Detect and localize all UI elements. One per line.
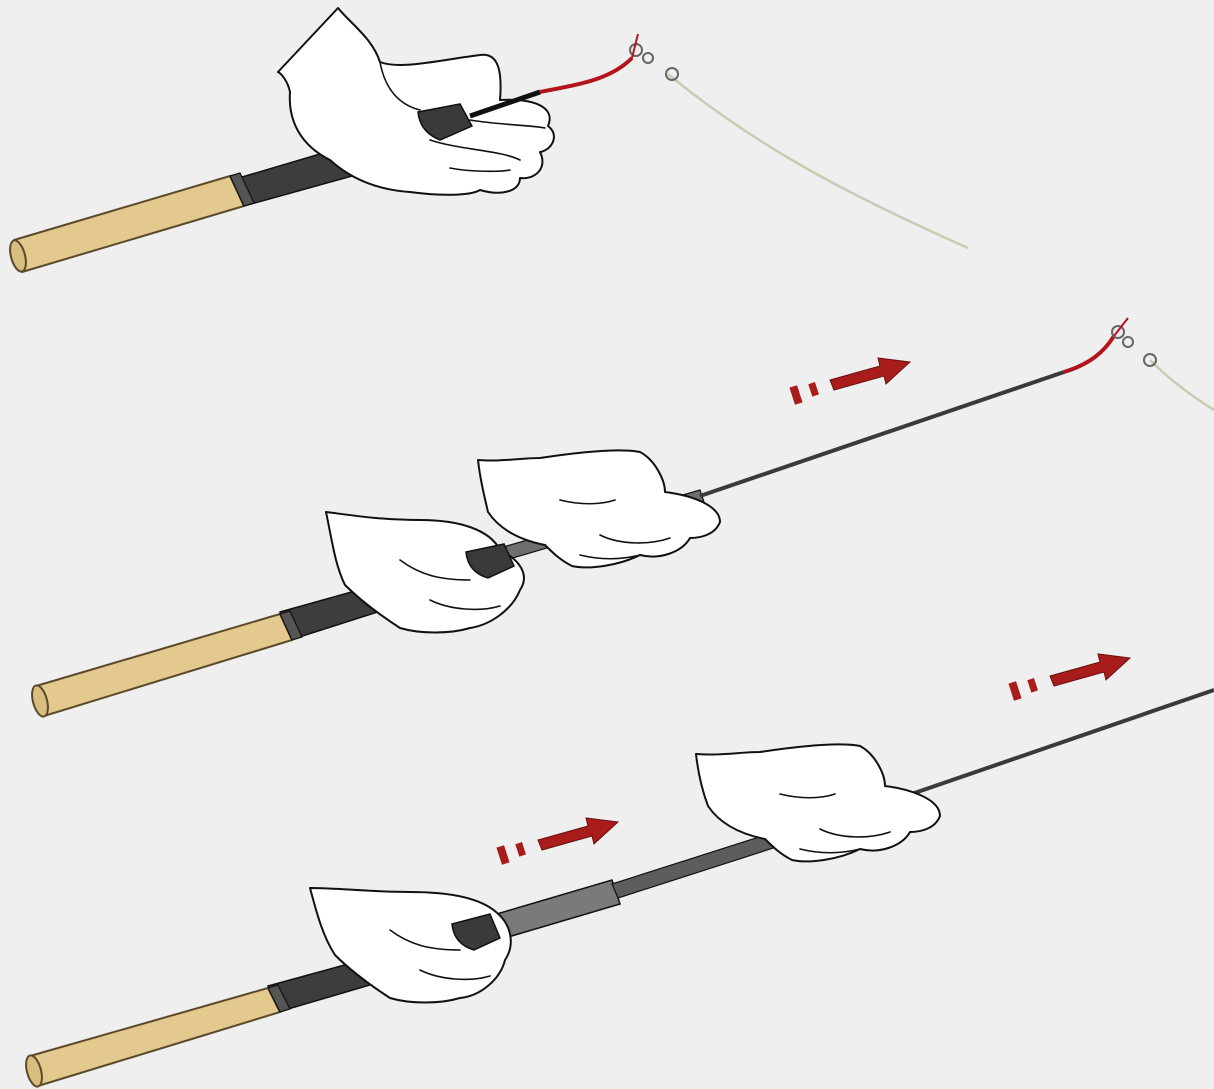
rod-butt-cap <box>417 103 474 141</box>
extend-arrow-icon <box>789 357 912 405</box>
rod-tip-icon <box>469 33 679 119</box>
extend-arrow-icon <box>1008 653 1132 701</box>
hand-icon <box>695 743 941 863</box>
hand-icon <box>309 887 512 1004</box>
rod-tip-icon <box>1063 317 1157 374</box>
hand-icon <box>325 511 525 634</box>
rod-butt-cap <box>451 913 501 951</box>
fishing-line-icon <box>1149 359 1214 412</box>
cork-handle-icon <box>31 610 303 718</box>
step-1 <box>9 7 969 274</box>
cork-handle-icon <box>9 172 255 274</box>
step-3 <box>25 653 1214 1088</box>
fishing-line-icon <box>667 73 969 250</box>
cork-handle-icon <box>25 984 291 1088</box>
extend-arrow-icon <box>496 817 620 865</box>
hand-icon <box>277 7 555 196</box>
rod-butt-cap <box>465 543 515 579</box>
step-2 <box>31 317 1214 718</box>
hand-icon <box>477 449 721 569</box>
